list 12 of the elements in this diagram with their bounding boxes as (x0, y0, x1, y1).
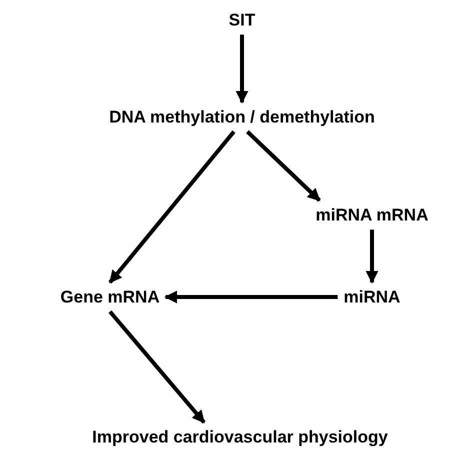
node-label: Improved cardiovascular physiology (92, 426, 388, 448)
arrow (108, 130, 236, 284)
arrow (246, 130, 321, 202)
arrow (236, 34, 248, 104)
node-label: Gene mRNA (60, 286, 160, 308)
node-label: SIT (228, 9, 256, 31)
arrow (108, 310, 206, 424)
node-label: DNA methylation / demethylation (109, 106, 375, 128)
arrow (366, 230, 378, 284)
arrow (164, 290, 338, 304)
node-label: miRNA (344, 286, 400, 308)
node-label: miRNA mRNA (316, 204, 428, 226)
